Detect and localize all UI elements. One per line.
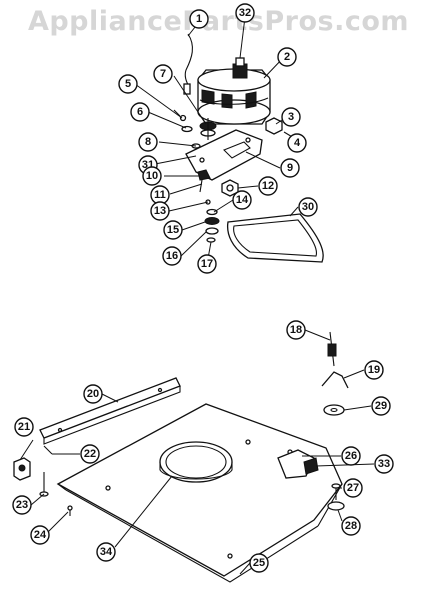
callout-25: 25 — [249, 553, 269, 573]
callout-label: 5 — [125, 78, 131, 90]
callout-label: 33 — [378, 458, 390, 470]
callout-label: 14 — [236, 194, 249, 206]
callout-28: 28 — [341, 516, 361, 536]
callout-label: 2 — [284, 51, 290, 63]
callout-9: 9 — [280, 158, 300, 178]
callout-7: 7 — [153, 64, 173, 84]
callout-label: 4 — [294, 137, 301, 149]
drive-belt — [226, 213, 324, 263]
callout-3: 3 — [281, 107, 301, 127]
callout-20: 20 — [83, 384, 103, 404]
callout-29: 29 — [371, 396, 391, 416]
callout-label: 27 — [347, 482, 359, 494]
callout-label: 22 — [84, 448, 96, 460]
callout-label: 23 — [16, 499, 28, 511]
washer-large — [323, 404, 345, 416]
callout-15: 15 — [163, 220, 183, 240]
callout-21: 21 — [14, 417, 34, 437]
wire-harness — [184, 33, 194, 89]
callout-33: 33 — [374, 454, 394, 474]
callout-13: 13 — [150, 201, 170, 221]
callout-32: 32 — [235, 3, 255, 23]
callout-label: 9 — [287, 162, 293, 174]
callout-16: 16 — [162, 246, 182, 266]
callout-label: 34 — [100, 546, 113, 558]
callout-5: 5 — [118, 74, 138, 94]
spring-clip — [321, 371, 349, 389]
callout-label: 10 — [146, 170, 158, 182]
leader-lines — [19, 16, 375, 575]
callout-17: 17 — [197, 254, 217, 274]
callout-label: 7 — [160, 68, 166, 80]
callout-24: 24 — [30, 525, 50, 545]
screw — [179, 114, 187, 122]
callout-label: 32 — [239, 7, 251, 19]
callout-label: 25 — [253, 557, 265, 569]
callout-label: 20 — [87, 388, 99, 400]
callout-label: 24 — [34, 529, 47, 541]
callout-27: 27 — [343, 478, 363, 498]
motor-mount-plate — [185, 129, 263, 181]
callout-18: 18 — [286, 320, 306, 340]
motor — [197, 57, 271, 125]
capacitor-clip — [265, 117, 283, 135]
leveling-foot — [327, 501, 345, 511]
callout-label: 30 — [302, 201, 314, 213]
callout-30: 30 — [298, 197, 318, 217]
callout-label: 11 — [154, 189, 166, 201]
callout-1: 1 — [189, 9, 209, 29]
callout-22: 22 — [80, 444, 100, 464]
spacer — [204, 217, 220, 225]
wire-connector — [183, 83, 191, 95]
callout-label: 17 — [201, 258, 213, 270]
callout-label: 3 — [288, 111, 294, 123]
callout-34: 34 — [96, 542, 116, 562]
callout-label: 1 — [196, 13, 202, 25]
callout-10: 10 — [142, 166, 162, 186]
callout-label: 15 — [167, 224, 179, 236]
callout-12: 12 — [258, 176, 278, 196]
callout-8: 8 — [138, 132, 158, 152]
callout-label: 18 — [290, 324, 302, 336]
callout-6: 6 — [130, 102, 150, 122]
bracket — [197, 169, 211, 181]
callout-label: 6 — [137, 106, 143, 118]
watermark: AppliancePartsPros.com — [27, 6, 410, 37]
callout-23: 23 — [12, 495, 32, 515]
callout-label: 16 — [166, 250, 178, 262]
callout-label: 8 — [145, 136, 151, 148]
callout-label: 19 — [368, 364, 380, 376]
callout-label: 21 — [18, 421, 30, 433]
callout-label: 28 — [345, 520, 357, 532]
callout-14: 14 — [232, 190, 252, 210]
callout-19: 19 — [364, 360, 384, 380]
callout-label: 29 — [375, 400, 387, 412]
callout-label: 26 — [345, 450, 357, 462]
hinge-pin — [327, 343, 337, 357]
callout-4: 4 — [287, 133, 307, 153]
callout-label: 13 — [154, 205, 166, 217]
callout-label: 12 — [262, 180, 274, 192]
callout-2: 2 — [277, 47, 297, 67]
callout-26: 26 — [341, 446, 361, 466]
